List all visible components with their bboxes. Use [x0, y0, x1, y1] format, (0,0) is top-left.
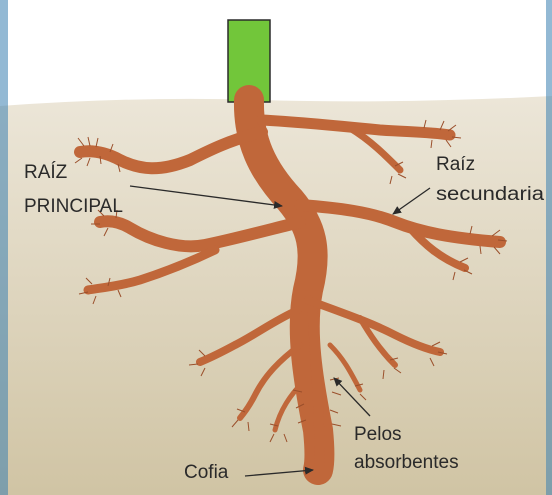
frame-left [0, 0, 8, 495]
label-raiz-principal-line2: PRINCIPAL [24, 196, 123, 217]
label-pelos-line1: Pelos [354, 424, 402, 445]
label-raiz-secundaria-line2: secundaria [436, 184, 544, 205]
label-pelos-line2: absorbentes [354, 452, 459, 473]
frame-right [546, 0, 552, 495]
label-raiz-principal-line1: RAÍZ [24, 162, 68, 183]
label-raiz-secundaria-line1: Raíz [436, 154, 475, 175]
label-cofia: Cofia [184, 462, 229, 483]
sky [0, 0, 552, 100]
